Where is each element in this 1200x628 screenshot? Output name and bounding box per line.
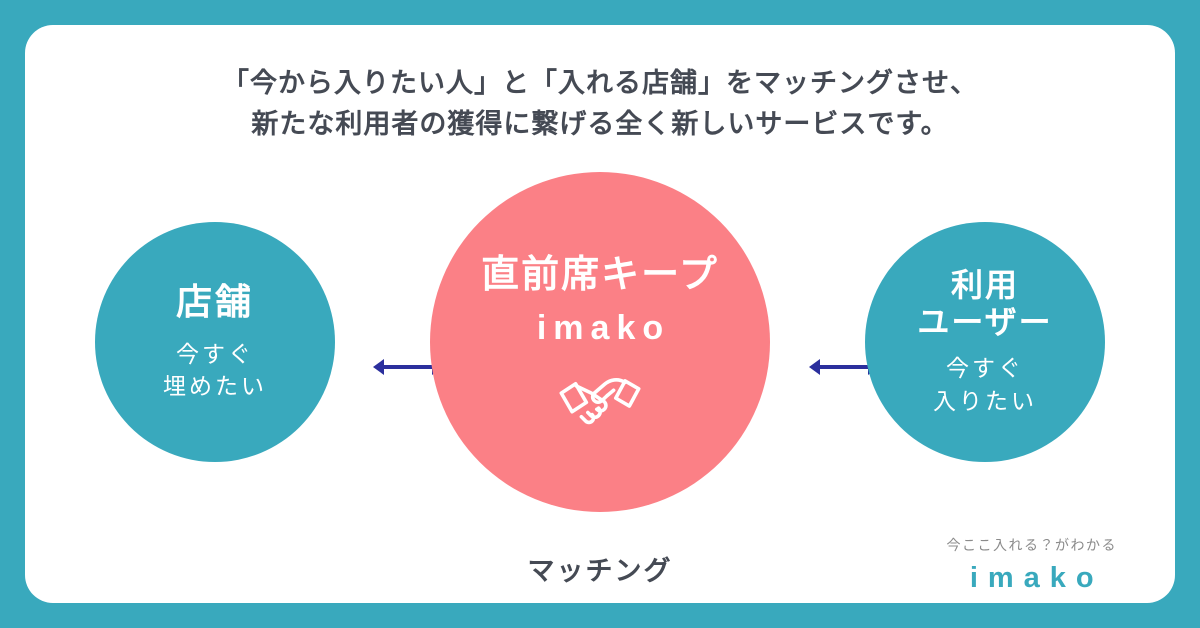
user-sub-line-1: 今すぐ	[946, 355, 1024, 382]
store-sub-line-2: 埋めたい	[163, 373, 267, 400]
user-title-line-1: 利用	[950, 266, 1019, 303]
service-circle: 直前席キープ imako	[430, 172, 770, 512]
brand-tagline: 今ここ入れる？がわかる	[946, 537, 1117, 553]
user-circle-title: 利用 ユーザー	[917, 267, 1052, 343]
user-circle: 利用 ユーザー 今すぐ 入りたい	[865, 222, 1105, 462]
service-circle-brand: imako	[536, 308, 671, 347]
store-circle-subtitle: 今すぐ 埋めたい	[163, 338, 267, 403]
user-circle-subtitle: 今すぐ 入りたい	[933, 352, 1037, 417]
diagram-card: 「今から入りたい人」と「入れる店舗」をマッチングさせ、 新たな利用者の獲得に繋げ…	[25, 25, 1175, 603]
intro-line-2: 新たな利用者の獲得に繋げる全く新しいサービスです。	[251, 108, 949, 139]
brand-logo: imako	[969, 562, 1104, 594]
handshake-icon	[557, 373, 643, 429]
user-sub-line-2: 入りたい	[933, 387, 1037, 414]
store-circle: 店舗 今すぐ 埋めたい	[95, 222, 335, 462]
user-title-line-2: ユーザー	[917, 304, 1053, 341]
brand-footer: 今ここ入れる？がわかる imako	[947, 535, 1118, 595]
intro-text: 「今から入りたい人」と「入れる店舗」をマッチングさせ、 新たな利用者の獲得に繋げ…	[25, 63, 1175, 144]
service-circle-title: 直前席キープ	[481, 253, 719, 296]
store-circle-title: 店舗	[175, 281, 254, 323]
store-sub-line-1: 今すぐ	[176, 340, 254, 367]
intro-line-1: 「今から入りたい人」と「入れる店舗」をマッチングさせ、	[222, 68, 978, 98]
matching-caption: マッチング	[527, 556, 673, 586]
